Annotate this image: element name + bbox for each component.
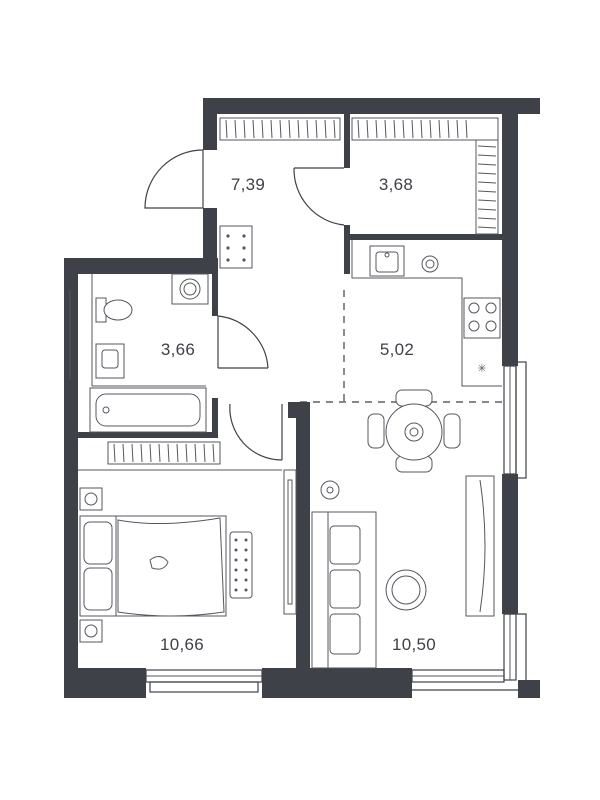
hanger-mark (357, 119, 360, 139)
kitchen-fixtures: ✳ (351, 240, 502, 387)
hanger-mark (324, 119, 327, 139)
bench-dots (234, 538, 248, 592)
doors (144, 149, 345, 461)
bench-dot (244, 558, 248, 562)
rack-dot (226, 258, 230, 262)
bench-dot (244, 578, 248, 582)
hanger-mark (158, 443, 161, 463)
bench-dot (234, 538, 238, 542)
hanger-mark (306, 119, 309, 139)
hanger-mark (203, 443, 206, 463)
hanger-mark (411, 119, 414, 139)
bedroom-furniture (79, 469, 297, 643)
hanger-mark (420, 119, 423, 139)
wardrobe-rails (107, 117, 499, 465)
hanger-mark (366, 119, 369, 139)
hanger-mark (194, 443, 197, 463)
hanger-mark (149, 443, 152, 463)
hanger-mark (393, 119, 396, 139)
dining-table (367, 389, 461, 473)
bench-dot (234, 568, 238, 572)
room-area-kitchen: 5,02 (379, 340, 415, 359)
hanger-mark (297, 119, 300, 139)
room-area-bathroom: 3,66 (160, 340, 196, 359)
hanger-mark (477, 208, 497, 211)
bench-dot (244, 538, 248, 542)
rack-dot (242, 234, 246, 238)
rack-dot (226, 246, 230, 250)
hanger-mark (477, 226, 497, 229)
hanger-mark (477, 145, 497, 148)
hanger-mark (212, 443, 215, 463)
hanger-mark (438, 119, 441, 139)
hanger-mark (477, 163, 497, 166)
room-area-wardrobe: 3,68 (378, 175, 414, 194)
hanger-mark (477, 172, 497, 175)
svg-text:✳: ✳ (477, 362, 486, 375)
hanger-mark (288, 119, 291, 139)
hanger-mark (402, 119, 405, 139)
bench-dot (244, 548, 248, 552)
walls (64, 98, 540, 698)
rack-dot (242, 246, 246, 250)
hanger-mark (140, 443, 143, 463)
hanger-mark (252, 119, 255, 139)
hanger-mark (167, 443, 170, 463)
bathroom-fixtures (89, 273, 209, 433)
hanger-mark (243, 119, 246, 139)
hanger-mark (225, 119, 228, 139)
hanger-mark (333, 119, 336, 139)
bench-dot (244, 568, 248, 572)
hanger-mark (384, 119, 387, 139)
hanger-mark (477, 181, 497, 184)
bench-dot (234, 548, 238, 552)
hanger-mark (270, 119, 273, 139)
hanger-mark (113, 443, 116, 463)
hanger-mark (477, 217, 497, 220)
hanger-mark (429, 119, 432, 139)
zone-lines (300, 290, 502, 403)
hall-rack (219, 225, 253, 269)
hanger-mark (477, 199, 497, 202)
hanger-mark (447, 119, 450, 139)
hanger-mark (315, 119, 318, 139)
hanger-mark (234, 119, 237, 139)
living-furniture (311, 475, 495, 669)
hanger-mark (185, 443, 188, 463)
room-area-living: 10,50 (391, 635, 437, 654)
hanger-mark (131, 443, 134, 463)
bench-dot (234, 588, 238, 592)
rack-dot (242, 258, 246, 262)
hanger-mark (477, 190, 497, 193)
hangers (113, 119, 497, 463)
rack-dots (226, 234, 246, 262)
hanger-mark (465, 119, 468, 139)
hanger-mark (261, 119, 264, 139)
hanger-mark (122, 443, 125, 463)
windows (69, 290, 527, 693)
bench-dot (244, 588, 248, 592)
hanger-mark (279, 119, 282, 139)
room-area-bedroom: 10,66 (159, 635, 205, 654)
hanger-mark (477, 154, 497, 157)
hanger-mark (176, 443, 179, 463)
rack-dot (226, 234, 230, 238)
bench-dot (234, 558, 238, 562)
room-area-hall: 7,39 (230, 175, 266, 194)
hanger-mark (456, 119, 459, 139)
bench-dot (234, 578, 238, 582)
hanger-mark (375, 119, 378, 139)
